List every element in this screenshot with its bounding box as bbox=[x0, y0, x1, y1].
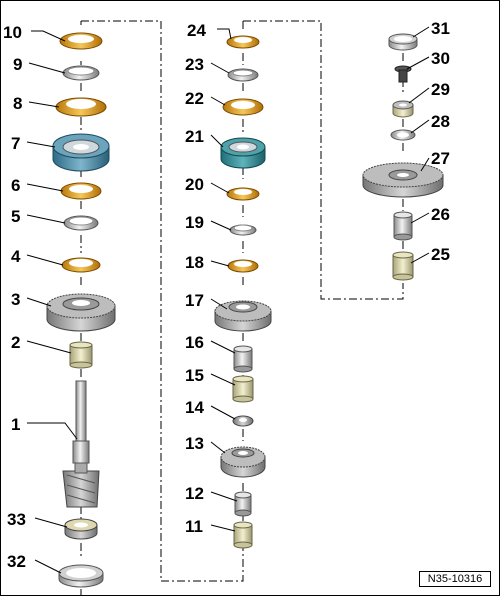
part-17-gear bbox=[214, 300, 272, 332]
part-10-synchro-ring bbox=[59, 32, 103, 50]
label-11: 11 bbox=[185, 517, 203, 536]
label-2: 2 bbox=[11, 333, 20, 352]
label-1: 1 bbox=[11, 415, 20, 434]
part-23-ring bbox=[227, 68, 259, 82]
part-16-bushing bbox=[233, 345, 253, 373]
label-9: 9 bbox=[13, 55, 22, 74]
part-6-synchro-ring bbox=[60, 182, 102, 200]
label-30: 30 bbox=[431, 49, 450, 68]
figure-reference-code: N35-10316 bbox=[419, 571, 491, 587]
part-28-washer bbox=[390, 129, 416, 141]
part-8-synchro-ring bbox=[55, 97, 107, 117]
label-25: 25 bbox=[431, 245, 450, 264]
part-7-sliding-sleeve bbox=[52, 133, 110, 172]
part-27-final-drive-gear bbox=[362, 162, 444, 198]
label-26: 26 bbox=[431, 205, 450, 224]
label-15: 15 bbox=[185, 366, 204, 385]
label-3: 3 bbox=[11, 290, 20, 309]
part-24-synchro-ring bbox=[226, 35, 260, 49]
label-5: 5 bbox=[11, 207, 20, 226]
part-11-needle-bearing bbox=[233, 521, 253, 549]
label-23: 23 bbox=[185, 55, 204, 74]
part-12-bushing bbox=[234, 491, 252, 517]
part-22-synchro-ring bbox=[222, 98, 264, 116]
label-13: 13 bbox=[185, 434, 204, 453]
label-10: 10 bbox=[3, 23, 22, 42]
label-17: 17 bbox=[185, 291, 204, 310]
part-20-synchro-ring bbox=[226, 187, 260, 201]
part-30-pin bbox=[394, 65, 412, 83]
label-22: 22 bbox=[185, 89, 204, 108]
label-4: 4 bbox=[11, 247, 21, 266]
label-8: 8 bbox=[13, 94, 22, 113]
part-labels: 10 9 8 7 6 5 4 3 2 1 33 32 24 23 22 21 2… bbox=[3, 19, 450, 571]
part-29-bearing bbox=[392, 100, 414, 118]
assembly-lines bbox=[80, 20, 404, 595]
part-21-sliding-sleeve bbox=[220, 137, 266, 169]
part-31-bearing-race bbox=[388, 33, 418, 51]
label-19: 19 bbox=[185, 213, 204, 232]
part-25-needle-bearing bbox=[392, 251, 414, 281]
part-4-synchro-ring bbox=[61, 257, 101, 273]
part-13-gear bbox=[220, 446, 266, 478]
label-7: 7 bbox=[11, 134, 20, 153]
label-12: 12 bbox=[185, 484, 204, 503]
part-1-main-shaft bbox=[62, 380, 100, 508]
part-5-ring bbox=[63, 215, 99, 231]
part-32-bearing-race bbox=[58, 564, 104, 588]
part-15-needle-bearing bbox=[232, 375, 254, 403]
part-19-ring bbox=[229, 224, 257, 236]
label-21: 21 bbox=[185, 127, 204, 146]
part-26-bushing bbox=[393, 211, 413, 241]
part-33-bearing bbox=[64, 518, 98, 540]
label-20: 20 bbox=[185, 175, 204, 194]
label-32: 32 bbox=[7, 552, 26, 571]
part-2-needle-bearing bbox=[69, 341, 93, 369]
label-28: 28 bbox=[431, 112, 450, 131]
part-18-synchro-ring bbox=[227, 259, 259, 273]
label-29: 29 bbox=[431, 80, 450, 99]
label-24: 24 bbox=[187, 21, 206, 40]
part-9-ring bbox=[62, 65, 100, 81]
label-31: 31 bbox=[431, 19, 450, 38]
part-3-gear bbox=[46, 293, 116, 332]
leader-lines bbox=[26, 26, 430, 574]
part-14-washer bbox=[232, 415, 254, 427]
label-33: 33 bbox=[7, 510, 26, 529]
label-14: 14 bbox=[185, 398, 204, 417]
label-6: 6 bbox=[11, 176, 20, 195]
label-16: 16 bbox=[185, 333, 204, 352]
label-27: 27 bbox=[431, 149, 450, 168]
label-18: 18 bbox=[185, 253, 204, 272]
